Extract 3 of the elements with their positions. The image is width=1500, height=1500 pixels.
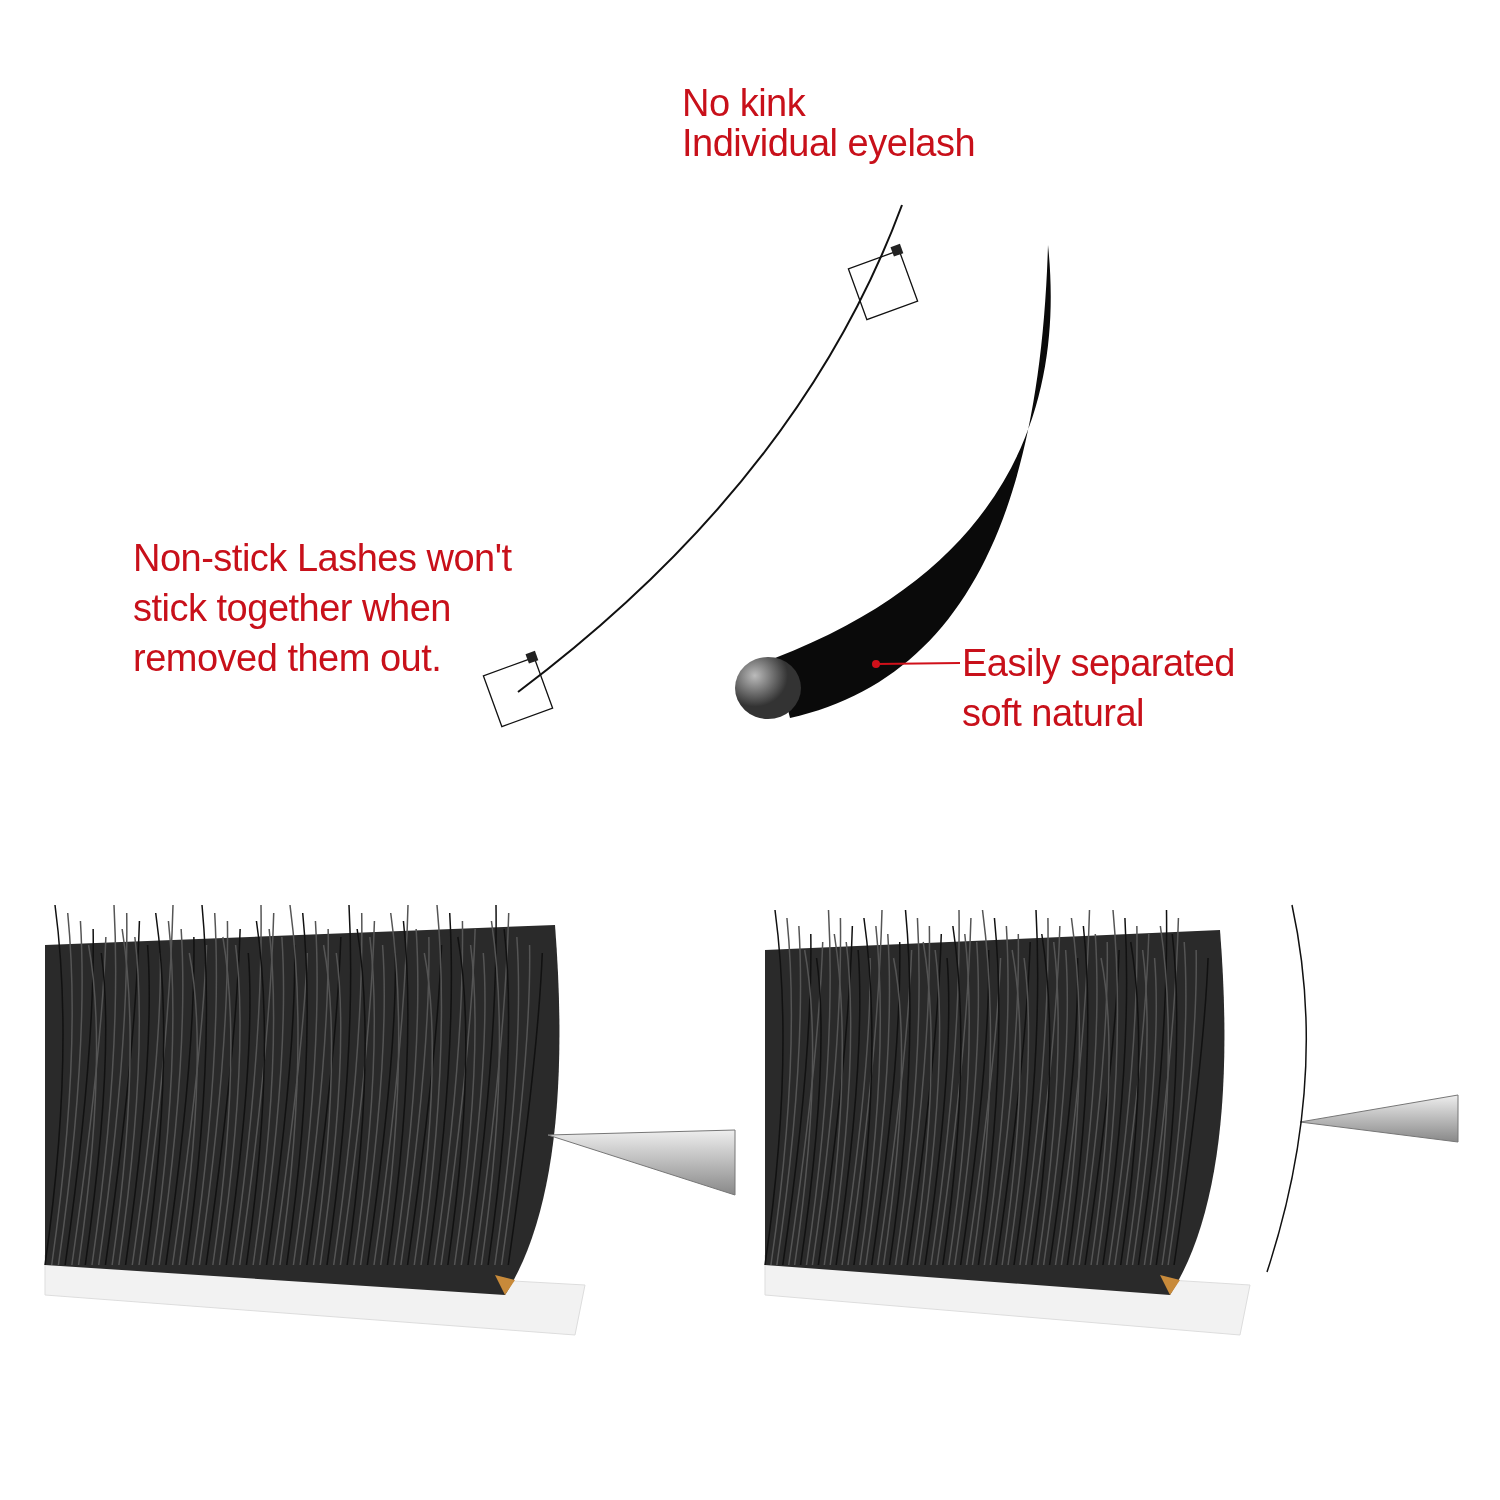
callout-text: Easily separated soft natural [962, 638, 1282, 738]
callout-text: Non-stick Lashes won't stick together when removed them out. [133, 536, 513, 681]
leader-line [872, 660, 961, 668]
